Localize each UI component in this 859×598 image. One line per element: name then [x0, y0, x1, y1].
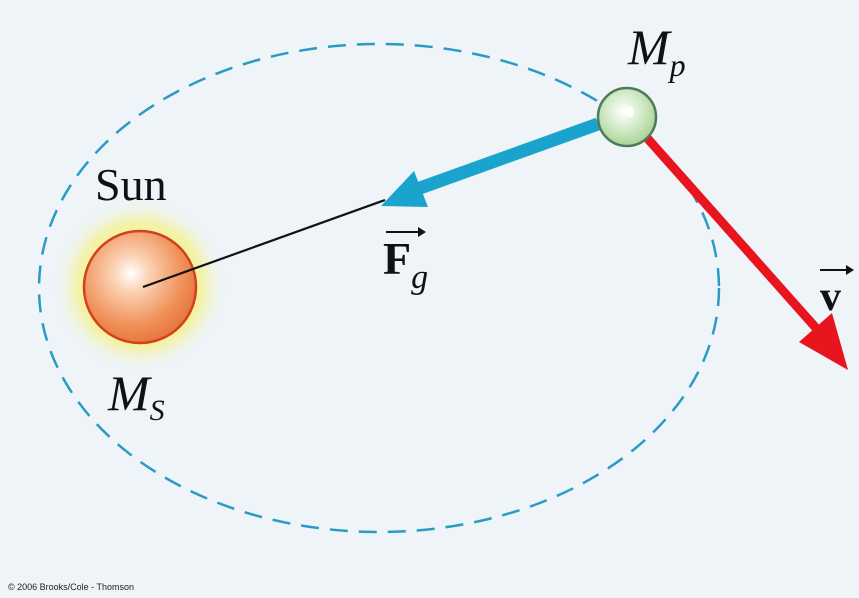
planet-mass-label: Mp	[628, 19, 686, 83]
copyright-text: © 2006 Brooks/Cole - Thomson	[8, 582, 135, 592]
velocity-arrow	[636, 127, 848, 370]
velocity-vector-arrow	[820, 265, 854, 275]
force-vector-arrow	[386, 227, 426, 237]
sun	[82, 229, 198, 345]
sun-mass-label: MS	[108, 365, 165, 427]
sun-label: Sun	[95, 159, 167, 210]
orbit-path	[37, 42, 721, 534]
planet	[596, 86, 658, 148]
force-label: Fg	[383, 233, 429, 296]
radius-line	[142, 198, 386, 289]
planet-highlight	[626, 107, 634, 117]
gravitational-force-arrow	[381, 117, 601, 207]
velocity-label: v	[820, 274, 841, 320]
